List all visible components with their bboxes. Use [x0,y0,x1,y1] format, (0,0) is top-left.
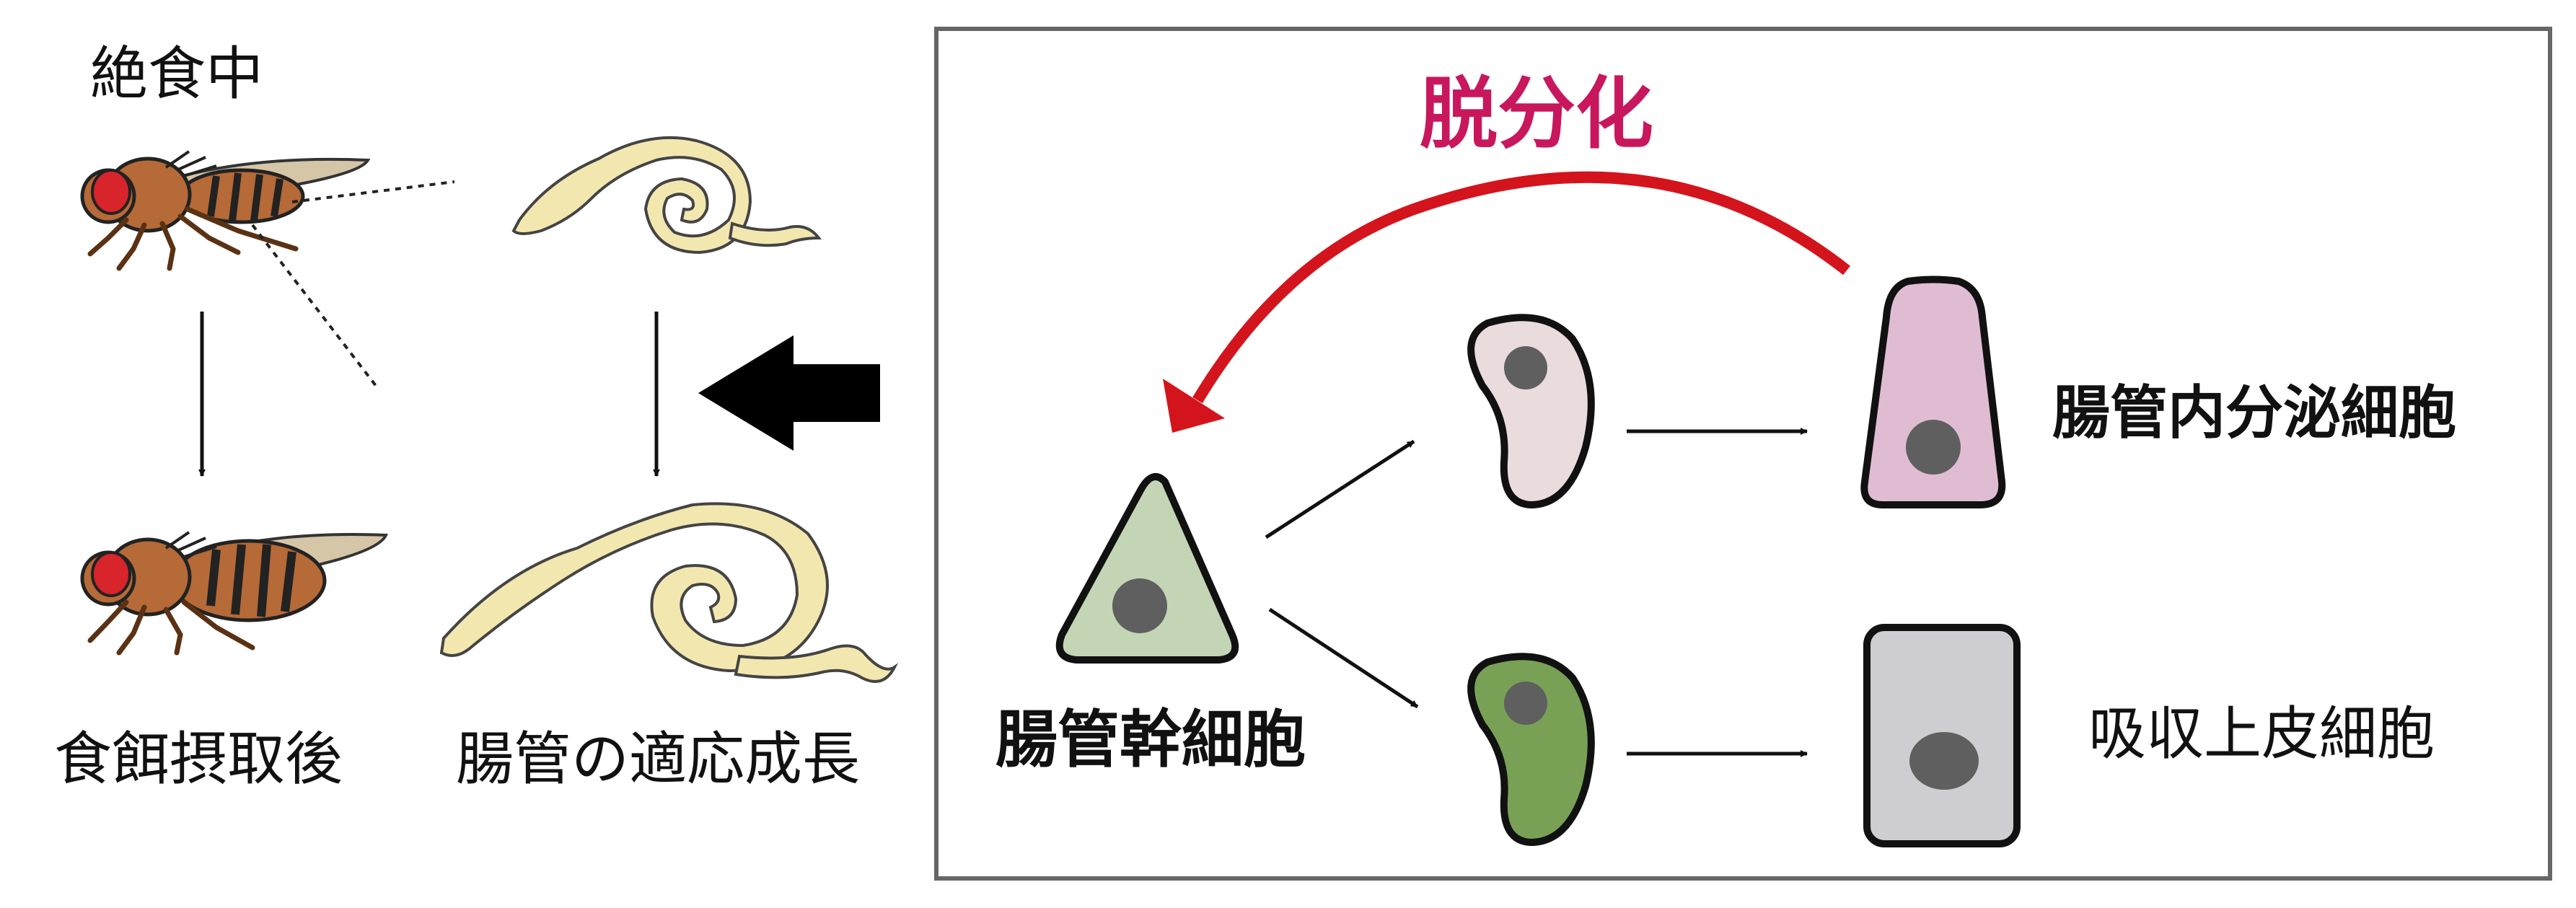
big-left-arrow [698,335,880,451]
stem-cell [1055,473,1239,664]
ee-precursor-cell [1467,314,1595,509]
enteroendocrine-cell [1860,276,2006,508]
enterocyte-label: 吸収上皮細胞 [2088,700,2435,767]
large-gut-illustration [439,502,899,683]
gut-growth-label: 腸管の適応成長 [456,726,860,793]
dedifferentiation-label: 脱分化 [1420,69,1653,159]
enterocyte-nucleus [1909,732,1979,790]
arrow-to-ec-precursor [1268,607,1419,709]
ee-precursor-nucleus [1504,346,1547,389]
fasting-fly-illustration [80,150,455,391]
ec-precursor-cell [1467,653,1595,847]
enterocyte-cell [1863,624,2021,847]
cell-lineage-panel [934,27,2552,881]
stem-cell-label: 腸管幹細胞 [995,704,1306,776]
fed-fly-illustration [80,531,389,656]
stem-cell-nucleus [1112,578,1167,633]
enteroendocrine-nucleus [1906,420,1961,475]
enteroendocrine-label: 腸管内分泌細胞 [2052,379,2456,446]
fasting-label: 絶食中 [90,40,263,107]
arrow-to-ee-precursor [1265,439,1415,539]
after-feeding-label: 食餌摂取後 [54,726,343,793]
small-gut-illustration [511,136,822,255]
ec-precursor-nucleus [1504,682,1547,725]
dedifferentiation-arrow [1163,171,1850,433]
